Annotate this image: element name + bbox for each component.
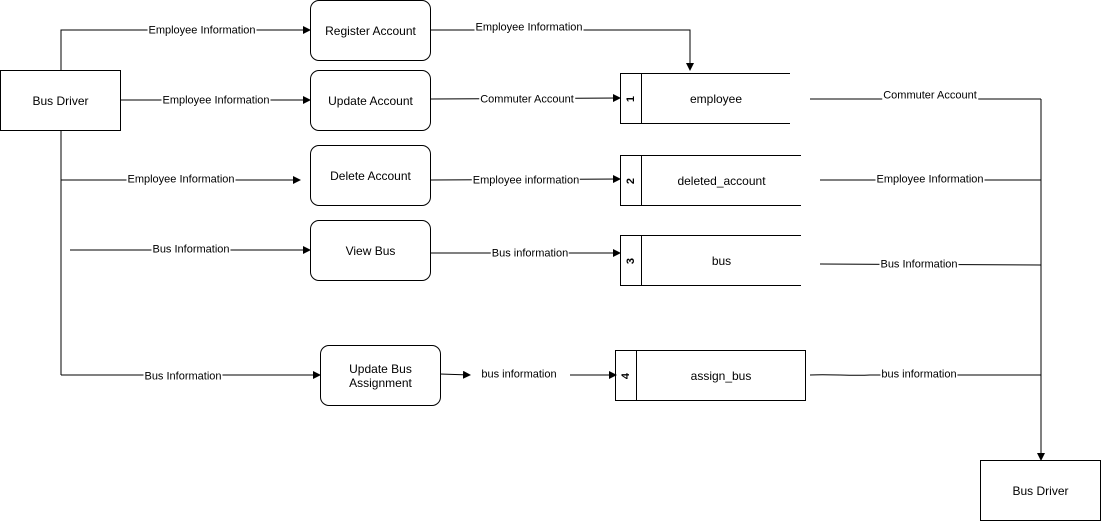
flow-label-assignment-to-store: bus information — [480, 368, 558, 382]
entity-bus-driver-sink: Bus Driver — [980, 460, 1101, 521]
process-register-account: Register Account — [310, 0, 431, 61]
flow-assign-out — [809, 374, 1041, 376]
process-update-label: Update Account — [328, 93, 413, 108]
store-bus: 3 bus — [620, 235, 801, 286]
process-view-bus-label: View Bus — [345, 243, 396, 258]
entity-sink-label: Bus Driver — [1012, 483, 1069, 498]
store-number-box: 3 — [620, 235, 642, 286]
flow-label-to-delete: Employee Information — [126, 173, 236, 187]
store-name-box: employee — [642, 73, 790, 124]
store-number: 1 — [625, 95, 637, 102]
flow-assignment-to-store — [439, 370, 471, 379]
store-name: assign_bus — [690, 368, 752, 383]
flow-label-deleted-out: Employee Information — [875, 173, 985, 187]
flow-label-assign-out: bus information — [880, 368, 958, 382]
store-employee: 1 employee — [620, 73, 790, 124]
store-name: employee — [689, 91, 743, 106]
flow-label-register-to-employee: Employee Information — [474, 21, 584, 35]
process-delete-account: Delete Account — [310, 145, 431, 206]
store-number-box: 1 — [620, 73, 642, 124]
entity-source-label: Bus Driver — [32, 93, 89, 108]
process-view-bus: View Bus — [310, 220, 431, 281]
flow-label-to-update-assignment: Bus Information — [143, 370, 223, 384]
process-update-assignment-label: Update Bus Assignment — [349, 361, 412, 390]
store-number: 2 — [625, 177, 637, 184]
flow-label-bus-out: Bus Information — [879, 258, 959, 272]
store-name-box: deleted_account — [642, 155, 801, 206]
store-number: 4 — [620, 372, 632, 379]
flow-register-to-employee — [430, 29, 694, 71]
flow-label-view-to-bus: Bus information — [490, 247, 570, 261]
store-assign-bus: 4 assign_bus — [615, 350, 806, 401]
store-name: bus — [711, 253, 732, 268]
store-deleted-account: 2 deleted_account — [620, 155, 801, 206]
flow-label-delete-to-deleted: Employee information — [471, 174, 581, 188]
flow-label-to-view-bus: Bus Information — [151, 243, 231, 257]
process-delete-label: Delete Account — [330, 168, 411, 183]
store-number: 3 — [625, 257, 637, 264]
process-register-label: Register Account — [325, 23, 416, 38]
store-name-box: assign_bus — [637, 350, 805, 401]
store-number-box: 4 — [615, 350, 637, 401]
store-number-box: 2 — [620, 155, 642, 206]
store-name-box: bus — [642, 235, 801, 286]
flow-label-update-to-employee: Commuter Account — [479, 93, 575, 107]
store-name: deleted_account — [677, 173, 766, 188]
process-update-account: Update Account — [310, 70, 431, 131]
entity-bus-driver-source: Bus Driver — [0, 70, 121, 131]
flow-label-to-register: Employee Information — [147, 24, 257, 38]
process-update-bus-assignment: Update Bus Assignment — [320, 345, 441, 406]
flow-label-employee-out: Commuter Account — [882, 89, 978, 103]
flow-label-to-update: Employee Information — [161, 94, 271, 108]
